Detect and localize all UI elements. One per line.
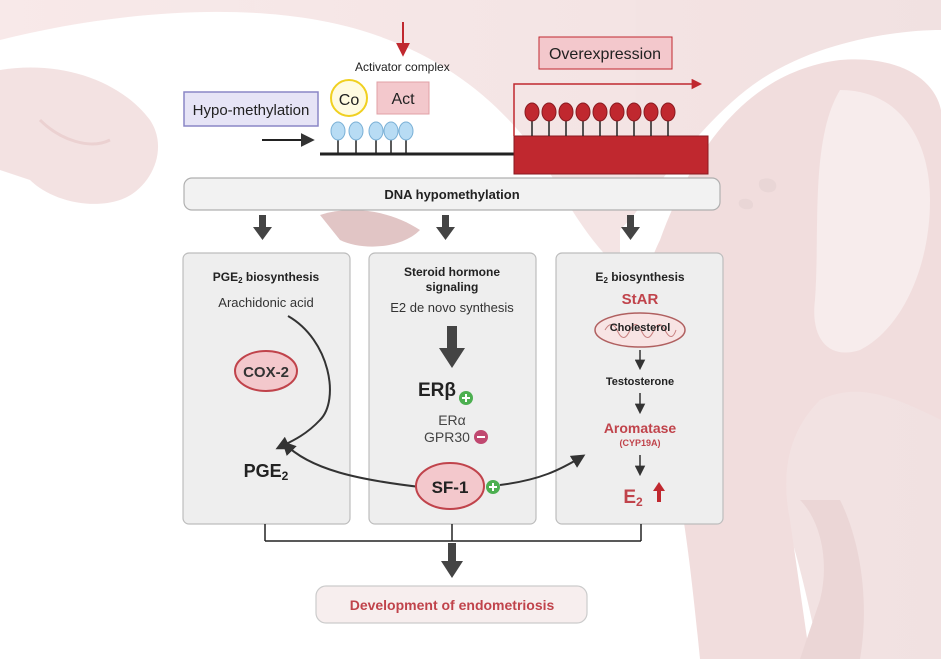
activator-complex-label: Activator complex — [355, 60, 450, 74]
dna-hypomethylation-banner — [183, 177, 721, 211]
cholesterol-label: Cholesterol — [610, 322, 671, 334]
steroid-down-arrow — [439, 326, 465, 368]
sf1-to-aromatase-arrow — [499, 454, 586, 486]
cyp19a-label: (CYP19A) — [619, 438, 660, 448]
co-label: Co — [339, 92, 360, 109]
hypo-methylation-box — [183, 91, 319, 127]
er-beta-plus-icon — [459, 391, 473, 405]
sf1-plus-icon — [486, 480, 500, 494]
outcome-box — [315, 585, 588, 624]
pge-panel-title: PGE2 biosynthesis — [213, 270, 320, 285]
steroid-title-line1: Steroid hormone — [404, 265, 500, 279]
aromatase-label: Aromatase — [604, 420, 677, 436]
e2-panel — [555, 252, 724, 525]
outcome-label: Development of endometriosis — [350, 597, 555, 613]
arachidonic-acid-label: Arachidonic acid — [218, 295, 313, 310]
e2-product: E2 — [623, 487, 643, 509]
gpr30-minus-icon — [474, 430, 488, 444]
hypo-methylation-label: Hypo-methylation — [193, 102, 310, 119]
cox2-ellipse — [234, 350, 298, 392]
de-novo-label: E2 de novo synthesis — [390, 300, 514, 315]
er-alpha-label: ERα — [438, 412, 466, 428]
testosterone-label: Testosterone — [606, 376, 674, 388]
nucleosome-group — [330, 121, 414, 154]
cox-pathway-arrow — [275, 315, 331, 450]
gene-block — [513, 135, 709, 175]
methylation-lollipops — [524, 102, 676, 136]
pge2-product: PGE2 — [244, 461, 289, 483]
act-box — [376, 81, 430, 115]
gpr30-label: GPR30 — [424, 429, 470, 445]
transcription-arrow — [513, 78, 703, 136]
sf1-to-pge-arrow — [282, 440, 421, 488]
cox2-label: COX-2 — [243, 364, 289, 381]
co-activator-circle — [330, 79, 368, 117]
convergence-lines — [264, 524, 642, 542]
banner-label: DNA hypomethylation — [384, 187, 519, 202]
e2-up-arrow-icon — [653, 482, 665, 502]
steroid-title-line2: signaling — [426, 280, 479, 294]
act-label: Act — [391, 91, 415, 108]
outcome-down-arrow — [441, 543, 463, 578]
e2-panel-title: E2 biosynthesis — [595, 270, 684, 285]
overexpression-label: Overexpression — [549, 46, 661, 63]
sf1-ellipse — [415, 462, 485, 510]
banner-down-arrows — [253, 215, 640, 240]
overexpression-box — [538, 36, 673, 70]
mitochondrion-icon — [594, 312, 686, 348]
sf1-label: SF-1 — [432, 478, 469, 497]
star-label: StAR — [622, 291, 659, 308]
er-beta-label: ERβ — [418, 380, 456, 401]
